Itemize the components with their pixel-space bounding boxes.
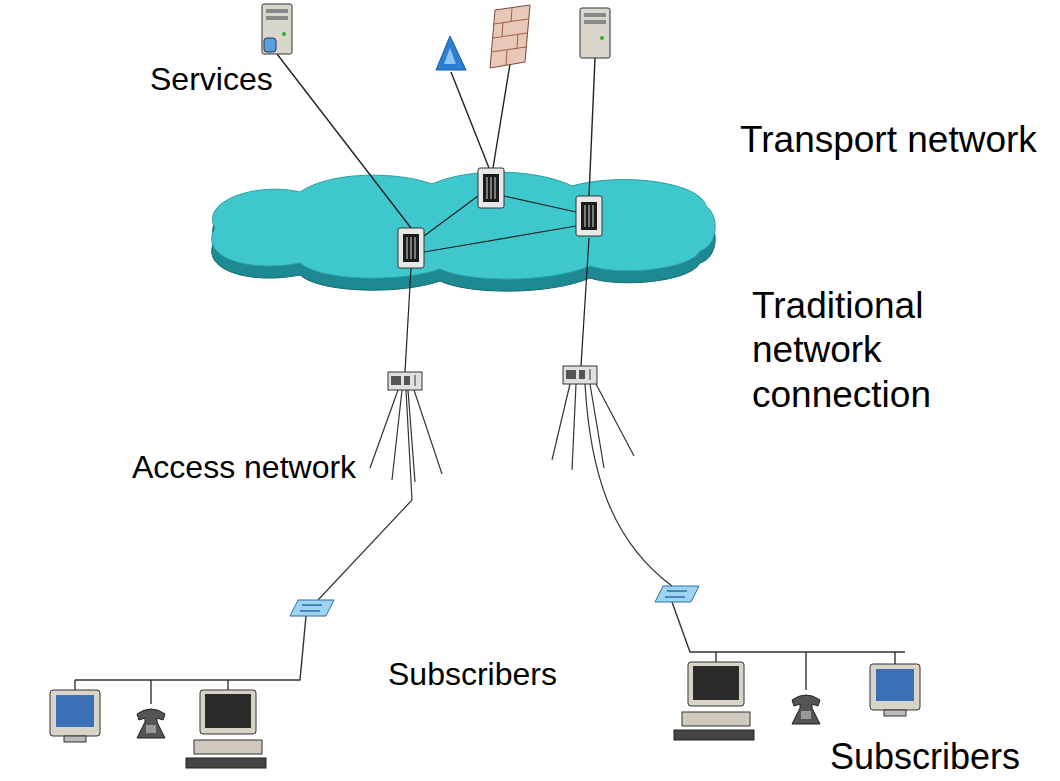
transport-cloud-shape	[98, 118, 730, 625]
services-cloud-shape	[118, 0, 705, 110]
service-server	[262, 4, 292, 54]
subscriber-device	[137, 709, 165, 738]
access-line	[552, 384, 570, 460]
access-line	[370, 390, 398, 468]
subscriber-device	[792, 695, 820, 724]
access-line	[585, 384, 672, 586]
subscriber-switch	[655, 586, 699, 602]
subscriber-bus	[894, 652, 895, 664]
access-line	[392, 390, 402, 480]
subscriber-cloud: Subscribers	[578, 590, 1045, 781]
firewall-icon	[491, 8, 528, 65]
subscriber-bus	[672, 602, 905, 652]
service-logo	[444, 48, 456, 64]
access-switch	[388, 372, 422, 390]
access-cloud-shape	[215, 318, 700, 402]
firewall-icon	[490, 5, 530, 68]
subscriber-cloud-shape	[0, 622, 353, 781]
subscriber-device	[50, 690, 100, 742]
access-line	[318, 390, 412, 600]
service-link	[277, 54, 595, 228]
subscriber-bus	[75, 616, 306, 680]
network-label: Access network	[132, 448, 356, 486]
core-router	[398, 168, 602, 268]
uplink	[581, 238, 589, 366]
core-router	[576, 196, 602, 236]
router-link	[504, 196, 576, 212]
subscriber-cloud-outline	[0, 620, 575, 781]
access-switch	[563, 366, 597, 384]
subscriber-bus	[75, 602, 905, 704]
subscriber-device	[870, 664, 920, 716]
core-cloud-layer	[212, 172, 715, 279]
access-line	[590, 384, 604, 468]
service-link	[493, 64, 510, 168]
cloud-label: Services	[150, 60, 273, 98]
cloud-label: Traditional network connection	[752, 284, 1012, 417]
services-cloud: Services	[105, 0, 715, 112]
access-line	[596, 384, 634, 456]
service-link	[451, 72, 489, 168]
cloud-label: Subscribers	[388, 655, 557, 693]
subscriber-switch	[290, 586, 699, 616]
access-switch	[388, 366, 597, 390]
transport-cloud-outline	[100, 110, 1045, 630]
service-logo	[436, 36, 466, 70]
access-line	[572, 384, 576, 470]
subscriber-cloud: Subscribers	[0, 620, 575, 781]
core-router	[398, 228, 424, 268]
subscriber-bus	[715, 652, 716, 662]
access-cloud-shape	[215, 330, 700, 414]
service-link	[589, 58, 595, 196]
router-link	[424, 226, 576, 252]
subscriber-bus	[74, 680, 75, 690]
cloud-label: Subscribers	[830, 735, 1020, 778]
subscriber-bus	[805, 652, 806, 690]
core-cloud-layer	[212, 172, 715, 291]
access-line	[414, 390, 442, 474]
subscriber-switch	[290, 600, 334, 616]
subscriber-cloud-shape	[581, 590, 1048, 781]
cloud-label: Transport network	[740, 118, 1037, 162]
access-line	[318, 384, 672, 600]
subscriber-device	[186, 690, 266, 768]
subscriber-bus	[227, 680, 228, 690]
service-logo	[436, 36, 466, 70]
firewall-icon	[490, 5, 530, 68]
uplink	[405, 268, 411, 372]
transport-cloud: Transport networkTraditional network con…	[100, 110, 1045, 630]
access-cloud: Traditional network connection	[205, 280, 1040, 432]
uplink	[405, 238, 589, 372]
core-router	[478, 168, 504, 208]
subscriber-bus	[150, 680, 151, 704]
service-server	[264, 38, 276, 52]
service-server	[580, 8, 610, 58]
router-link	[424, 196, 478, 236]
service-server	[262, 4, 610, 58]
subscriber-device	[674, 662, 754, 740]
service-link	[277, 54, 411, 228]
